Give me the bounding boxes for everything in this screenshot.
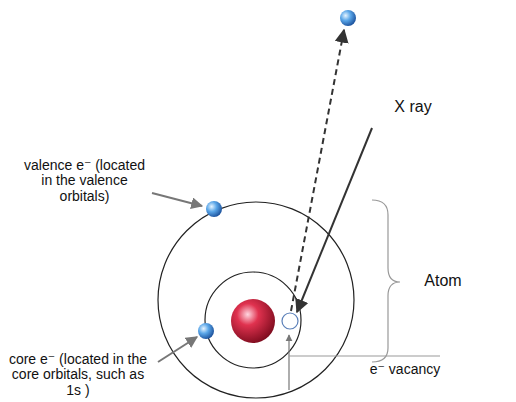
leader-line xyxy=(152,193,202,206)
inner-orbit xyxy=(205,272,301,368)
ejection-arrow xyxy=(291,30,344,311)
valence-electron xyxy=(206,201,222,217)
leader-line xyxy=(158,337,197,362)
valence-label: valence e⁻ (located in the valence orbit… xyxy=(22,158,147,204)
vacancy-label: e⁻ vacancy xyxy=(360,362,450,377)
xray-label: X ray xyxy=(378,98,448,116)
core-electron xyxy=(198,323,214,339)
leader-line xyxy=(289,356,440,357)
electron-vacancy xyxy=(282,313,298,329)
xray-arrow xyxy=(297,128,372,312)
core-label: core e⁻ (located in the core orbitals, s… xyxy=(8,352,148,398)
leader-line xyxy=(288,335,289,390)
nucleus xyxy=(231,299,275,343)
atom-bracket xyxy=(372,200,400,362)
outer-orbit xyxy=(158,202,354,398)
ejected-electron xyxy=(340,10,356,26)
atom-label: Atom xyxy=(408,272,478,290)
